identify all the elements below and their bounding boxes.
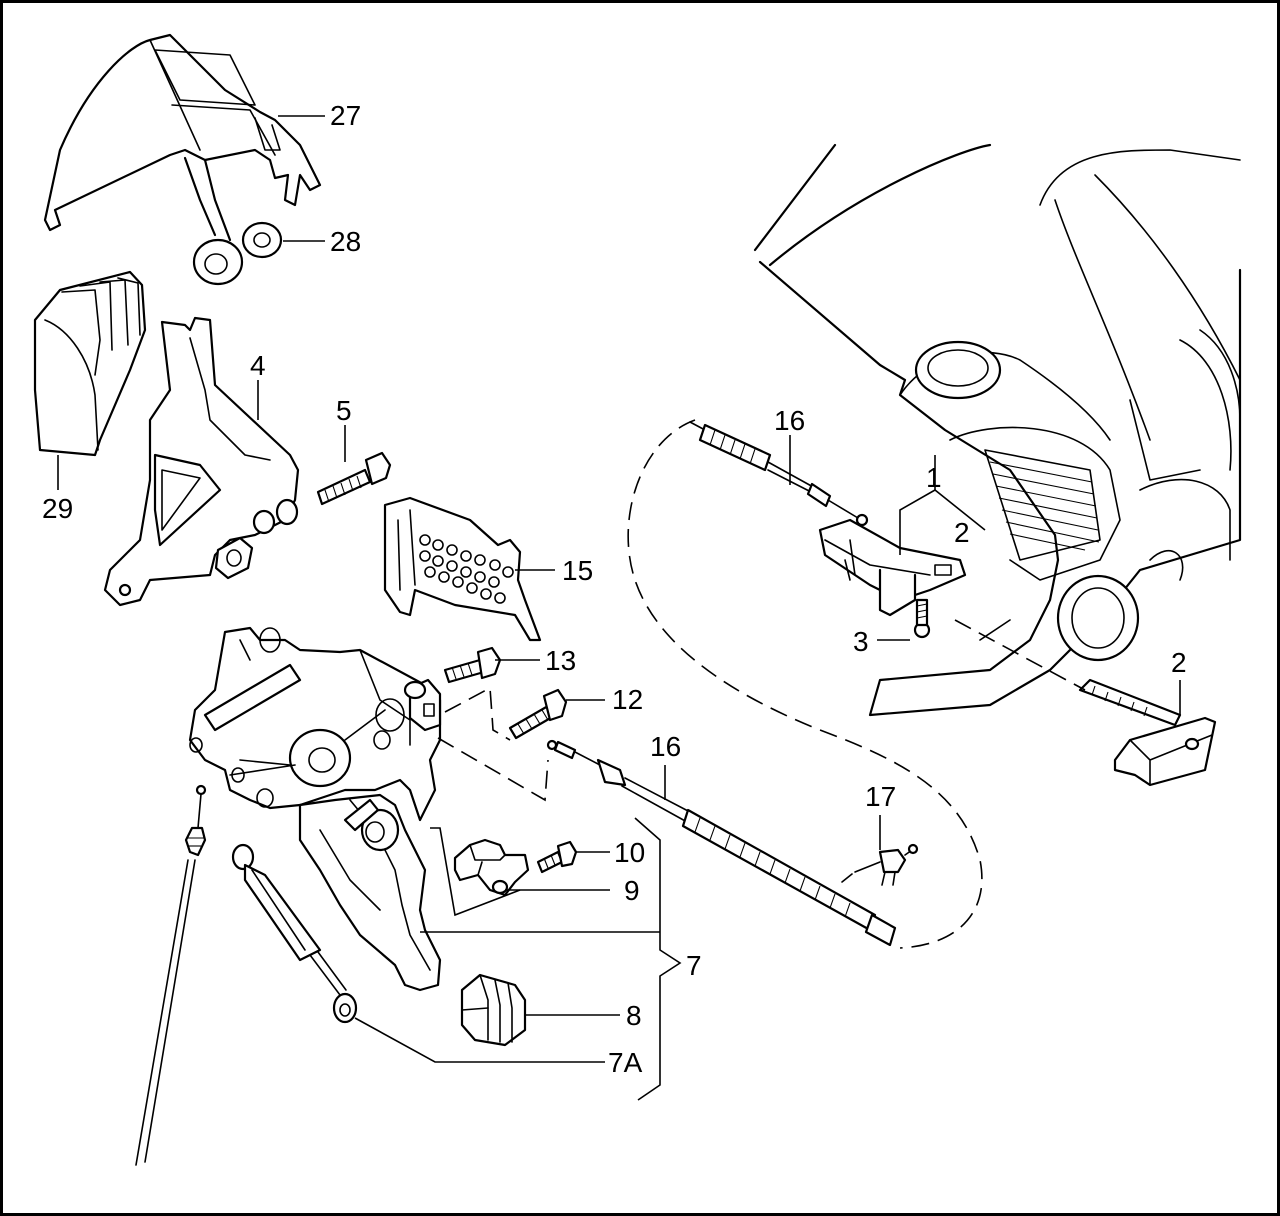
callout-5: 5	[336, 395, 352, 426]
callout-2-upper: 2	[954, 517, 970, 548]
bolt-12	[508, 688, 568, 740]
bolt-5	[316, 451, 392, 506]
callout-17: 17	[865, 781, 896, 812]
callout-8: 8	[626, 1000, 642, 1031]
dashboard	[753, 143, 1242, 717]
callout-7A: 7A	[608, 1047, 643, 1078]
bolt-10	[536, 840, 578, 874]
switch-panel	[383, 496, 542, 642]
pedal-cover	[43, 33, 322, 286]
callout-4: 4	[250, 350, 266, 381]
washer	[241, 221, 283, 259]
mounting-bracket	[103, 316, 300, 607]
callout-3: 3	[853, 626, 869, 657]
callout-28: 28	[330, 226, 361, 257]
callout-16-upper: 16	[774, 405, 805, 436]
leader-lines	[57, 115, 1181, 1101]
bolt-13	[443, 646, 502, 684]
callout-16-lower: 16	[650, 731, 681, 762]
callout-7: 7	[686, 950, 702, 981]
pedal-pad	[33, 270, 147, 457]
routing-path-lower	[437, 737, 549, 802]
callout-9: 9	[624, 875, 640, 906]
gas-strut	[231, 843, 358, 1024]
callout-29: 29	[42, 493, 73, 524]
upper-cable	[689, 421, 869, 527]
callout-10: 10	[614, 837, 645, 868]
routing-path-switch	[430, 827, 521, 917]
routing-path-mid	[444, 686, 511, 741]
pedal-rubber	[460, 973, 527, 1047]
brake-switch	[453, 838, 530, 897]
cable-rod	[135, 784, 207, 1166]
callout-13: 13	[545, 645, 576, 676]
callout-27: 27	[330, 100, 361, 131]
callout-12: 12	[612, 684, 643, 715]
routing-path-cable	[954, 619, 1086, 691]
callout-1: 1	[926, 462, 942, 493]
callout-2-right: 2	[1171, 647, 1187, 678]
lower-cable	[546, 739, 897, 947]
pedal-assembly	[188, 626, 442, 992]
callouts: 27 28 29 4 5 15 16 1 2 3 2 13 12 16 17 1…	[42, 100, 1187, 1078]
routing-path	[627, 419, 983, 949]
cable-clip	[841, 843, 919, 886]
control-unit	[818, 518, 967, 639]
release-handle	[1078, 678, 1217, 787]
callout-15: 15	[562, 555, 593, 586]
